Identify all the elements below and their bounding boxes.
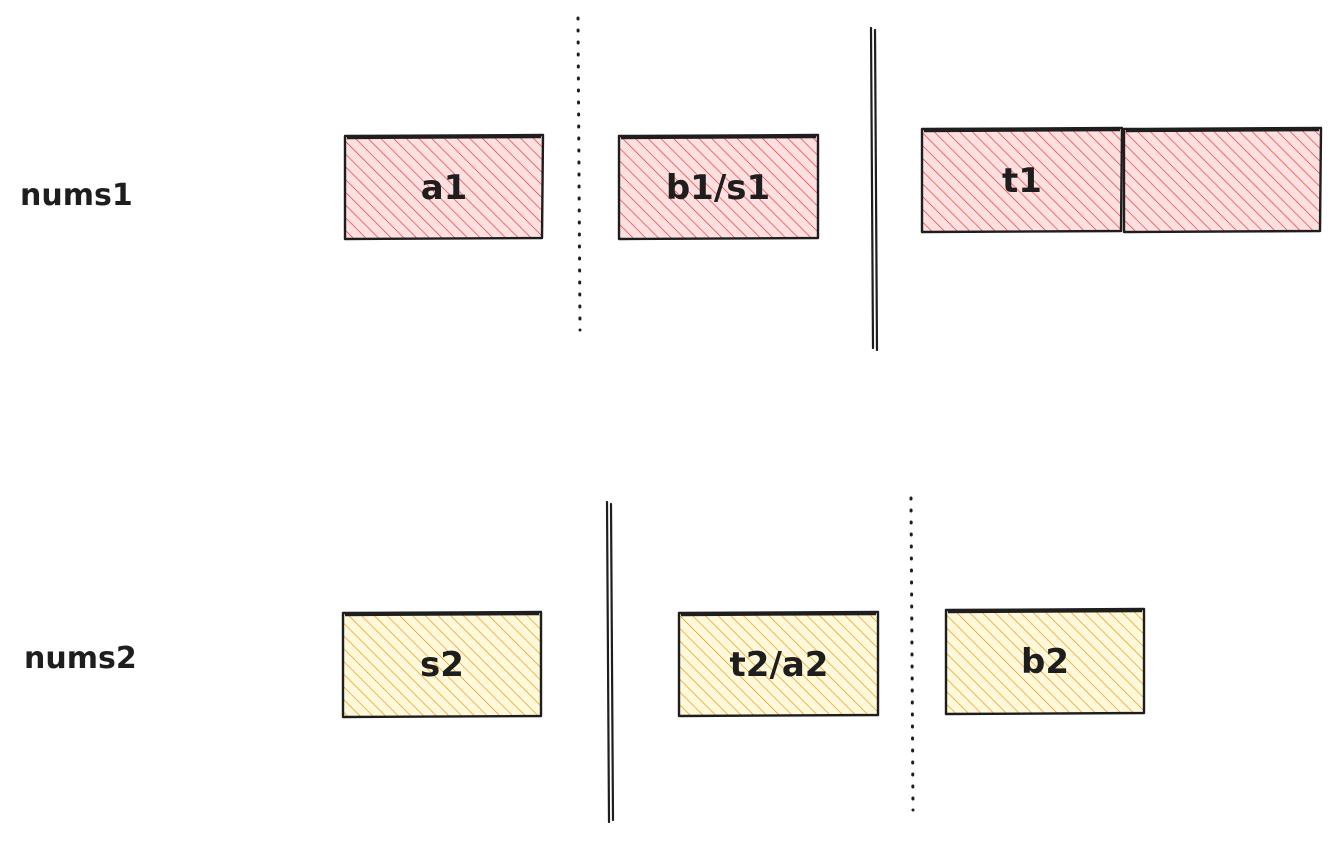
cell-t1: t1 — [920, 126, 1124, 234]
row-label-nums2: nums2 — [24, 641, 137, 676]
cell-label: s2 — [420, 645, 464, 685]
cell-label: b2 — [1021, 642, 1069, 682]
row-nums1: nums1 a1 b1/s1 t1 — [20, 16, 1323, 352]
cell-label: a1 — [421, 168, 468, 208]
cell-s2: s2 — [341, 610, 543, 719]
cell-t1-continued — [1122, 126, 1323, 234]
cell-label: t2/a2 — [730, 645, 829, 685]
divider-solid — [605, 500, 615, 824]
cell-label: b1/s1 — [666, 168, 770, 208]
row-label-nums1: nums1 — [20, 178, 133, 213]
cell-b1-s1: b1/s1 — [617, 133, 820, 241]
cell-label: t1 — [1002, 161, 1042, 201]
divider-solid — [869, 26, 879, 352]
cell-t2-a2: t2/a2 — [677, 610, 880, 718]
row-nums2: nums2 s2 t2/a2 b2 — [24, 496, 1146, 824]
cell-b2: b2 — [944, 607, 1146, 716]
divider-dotted — [909, 496, 915, 812]
divider-dotted — [576, 16, 582, 332]
cell-a1: a1 — [343, 133, 545, 241]
